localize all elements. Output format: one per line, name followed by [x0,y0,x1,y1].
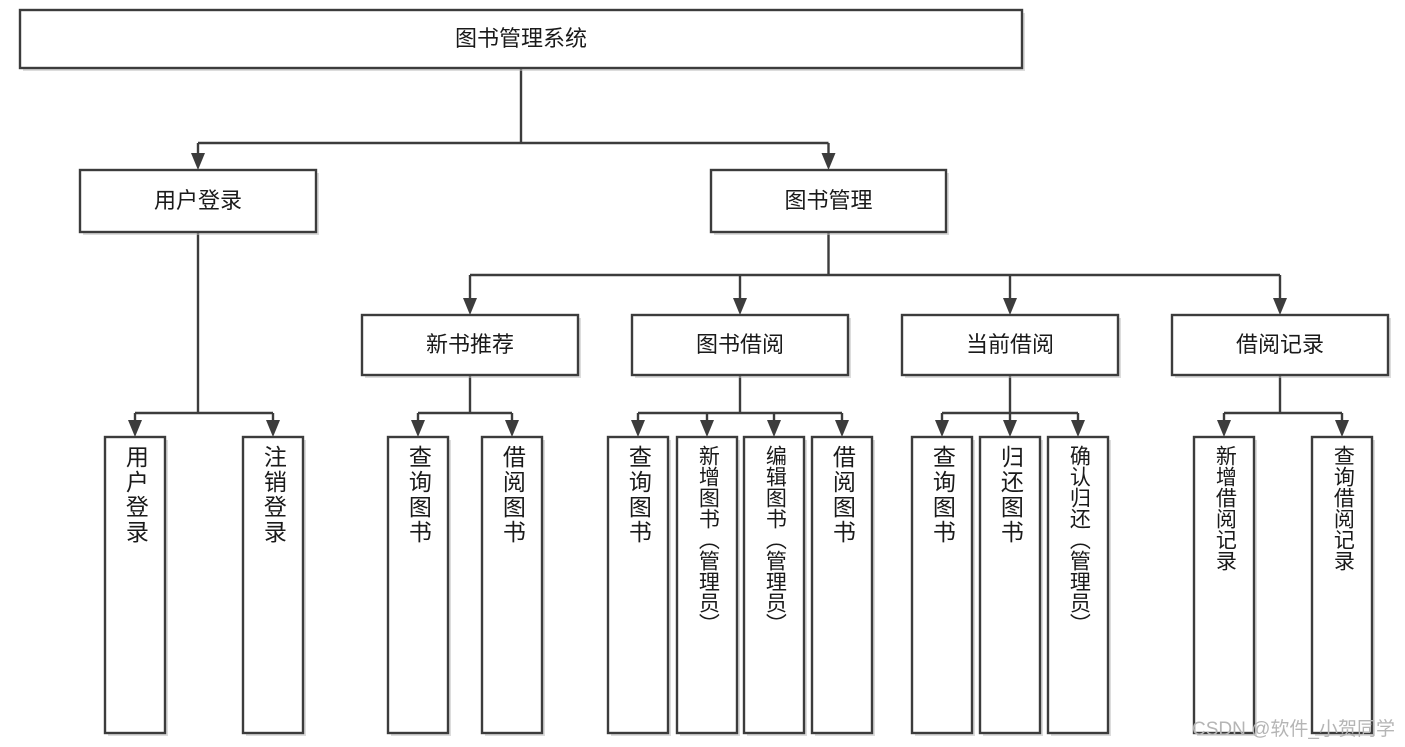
arrow-head-icon [1071,420,1085,437]
label-current-borrow: 当前借阅 [966,332,1054,357]
node-current-borrow[interactable] [900,313,1120,377]
arrow-head-icon [1003,298,1017,315]
node-leaf-add-book-admin[interactable] [675,435,739,735]
node-leaf-borrow-book[interactable] [810,435,874,735]
arrow-head-icon [1217,420,1231,437]
node-leaf-user-login[interactable] [103,435,167,735]
label-root: 图书管理系统 [455,26,587,51]
arrow-head-icon [505,420,519,437]
node-leaf-borrow-book-rec[interactable] [480,435,544,735]
arrow-head-icon [266,420,280,437]
label-new-book-recommend: 新书推荐 [426,332,514,357]
arrow-head-icon [935,420,949,437]
node-user-login[interactable] [78,168,318,234]
node-leaf-query-book-rec[interactable] [386,435,450,735]
node-leaf-query-borrow-record[interactable] [1310,435,1374,735]
node-new-book-recommend[interactable] [360,313,580,377]
node-root[interactable] [18,8,1024,70]
node-book-borrow[interactable] [630,313,850,377]
arrow-head-icon [411,420,425,437]
arrow-head-icon [1273,298,1287,315]
connector-lines [128,68,1349,437]
node-leaf-confirm-return-admin[interactable] [1046,435,1110,735]
arrow-head-icon [733,298,747,315]
node-leaf-query-book-borrow[interactable] [606,435,670,735]
node-boxes [18,8,1391,736]
node-book-manage[interactable] [709,168,948,234]
arrow-head-icon [821,153,836,170]
node-borrow-record[interactable] [1170,313,1390,377]
arrow-head-icon [463,298,477,315]
arrow-head-icon [1003,420,1017,437]
label-book-borrow: 图书借阅 [696,332,784,357]
label-borrow-record: 借阅记录 [1236,332,1324,357]
arrow-head-icon [767,420,781,437]
arrow-head-icon [700,420,714,437]
arrow-head-icon [835,420,849,437]
label-user-login: 用户登录 [154,188,242,213]
node-leaf-query-book-cur[interactable] [910,435,974,735]
arrow-head-icon [191,153,205,170]
node-leaf-edit-book-admin[interactable] [742,435,806,735]
arrow-head-icon [128,420,142,437]
node-leaf-return-book[interactable] [978,435,1042,735]
label-book-manage: 图书管理 [784,188,872,213]
arrow-head-icon [1335,420,1349,437]
watermark-csdn: CSDN @软件_小贺同学 [1192,719,1395,740]
arrow-head-icon [631,420,645,437]
node-leaf-add-borrow-record[interactable] [1192,435,1256,735]
node-leaf-logout[interactable] [241,435,305,735]
